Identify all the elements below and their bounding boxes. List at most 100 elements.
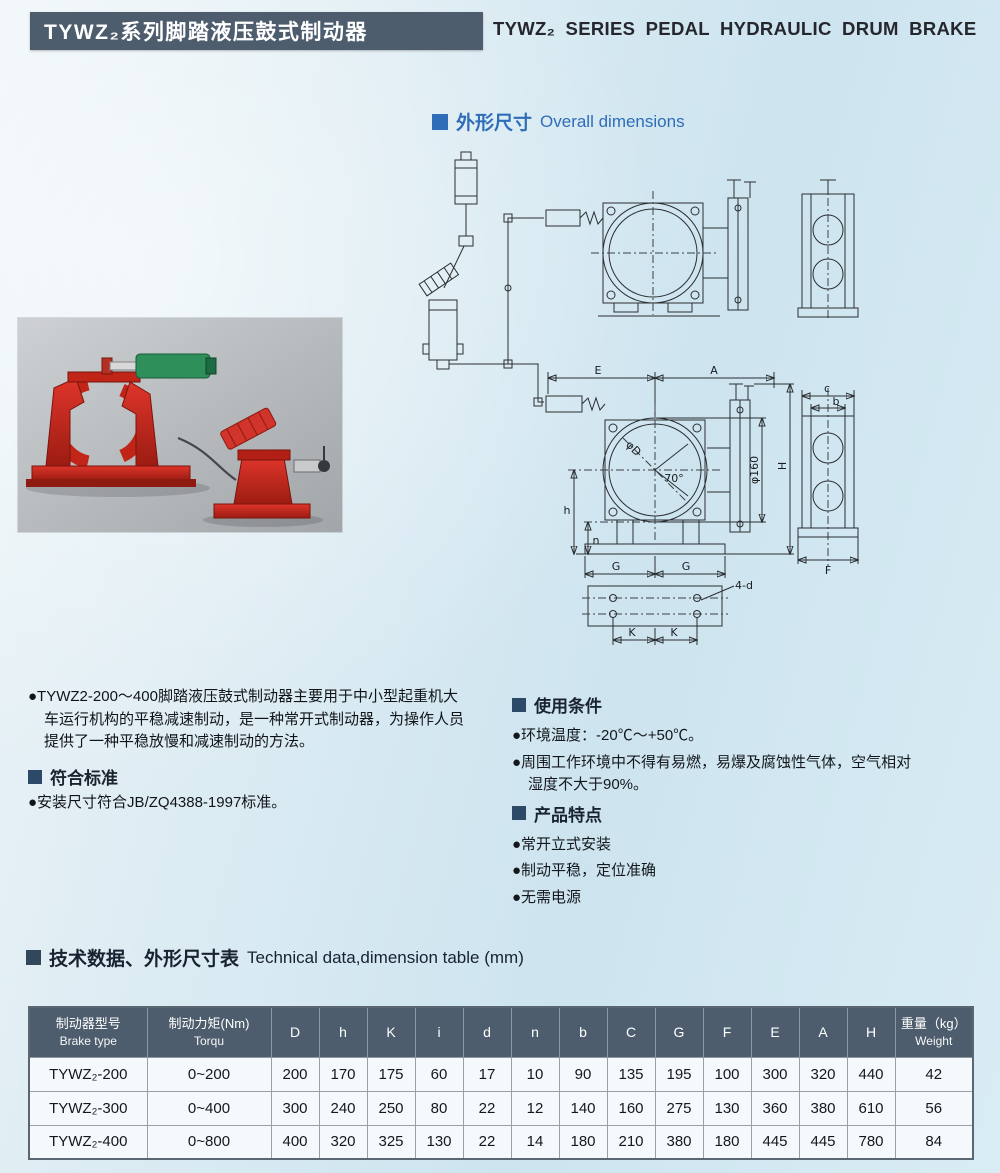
intro-paragraph: ●TYWZ2-200～400脚踏液压鼓式制动器主要用于中小型起重机大车运行机构的… xyxy=(28,688,465,750)
cell-dim-value: 140 xyxy=(558,1090,608,1126)
cell-torque: 0~400 xyxy=(146,1090,272,1126)
product-photo-image xyxy=(18,318,342,532)
brake-front-view-lower: E A 70° φD xyxy=(545,364,794,578)
cell-dim-value: 130 xyxy=(414,1124,464,1160)
cell-dim-value: 445 xyxy=(798,1124,848,1160)
pedal-master-cylinder-drawing xyxy=(418,151,478,370)
cell-dim-value: 22 xyxy=(462,1090,512,1126)
features-item: ●常开立式安装 xyxy=(512,835,612,853)
dim-label-angle: 70° xyxy=(664,472,684,485)
conditions-item: ●环境温度：-20℃～+50℃。 xyxy=(512,727,704,744)
col-header-dim-d: d xyxy=(462,1006,512,1058)
col-header-weight: 重量（kg）Weight xyxy=(894,1006,974,1058)
dim-label-k2: K xyxy=(670,626,678,639)
cell-dim-value: 17 xyxy=(462,1056,512,1092)
col-header-dim-D: D xyxy=(270,1006,320,1058)
cell-dim-value: 300 xyxy=(270,1090,320,1126)
section-marker-icon xyxy=(512,806,526,820)
col-header-dim-h: h xyxy=(318,1006,368,1058)
cell-dim-value: 175 xyxy=(366,1056,416,1092)
cell-dim-value: 300 xyxy=(750,1056,800,1092)
cell-dim-value: 325 xyxy=(366,1124,416,1160)
section-marker-icon xyxy=(512,697,526,712)
cell-torque: 0~800 xyxy=(146,1124,272,1160)
brake-side-view-upper xyxy=(797,179,859,320)
cell-dim-value: 610 xyxy=(846,1090,896,1126)
hydraulic-piping xyxy=(449,213,544,407)
col-header-dim-C: C xyxy=(606,1006,656,1058)
features-item: ●制动平稳，定位准确 xyxy=(512,862,657,879)
right-column: 使用条件 ●环境温度：-20℃～+50℃。 ●周围工作环境中不得有易燃，易爆及腐… xyxy=(512,690,912,913)
dim-label-g2: G xyxy=(682,560,691,573)
cell-dim-value: 445 xyxy=(750,1124,800,1160)
cell-dim-value: 320 xyxy=(798,1056,848,1092)
cell-dim-value: 160 xyxy=(606,1090,656,1126)
table-section-title-cn: 技术数据、外形尺寸表 xyxy=(49,949,240,970)
cell-dim-value: 360 xyxy=(750,1090,800,1126)
cell-dim-value: 380 xyxy=(654,1124,704,1160)
cell-dim-value: 180 xyxy=(702,1124,752,1160)
dim-label-n: n xyxy=(593,534,600,547)
foundation-plan-view: 4-d K K xyxy=(582,579,753,645)
cell-dim-value: 180 xyxy=(558,1124,608,1160)
cell-dim-value: 440 xyxy=(846,1056,896,1092)
brake-front-view-upper xyxy=(545,179,756,317)
cell-dim-value: 170 xyxy=(318,1056,368,1092)
section-conditions: 使用条件 xyxy=(512,692,912,717)
col-header-dim-i: i xyxy=(414,1006,464,1058)
cell-dim-value: 195 xyxy=(654,1056,704,1092)
cell-dim-value: 100 xyxy=(702,1056,752,1092)
cell-dim-value: 400 xyxy=(270,1124,320,1160)
dimension-drawing: E A 70° φD xyxy=(398,148,868,658)
col-header-dim-F: F xyxy=(702,1006,752,1058)
section-features: 产品特点 xyxy=(512,801,912,826)
dim-label-g1: G xyxy=(612,560,621,573)
conditions-heading: 使用条件 xyxy=(534,697,602,716)
dim-label-k1: K xyxy=(628,626,636,639)
dim-label-e: E xyxy=(595,364,602,377)
page-title-cn: TYWZ₂系列脚踏液压鼓式制动器 xyxy=(44,21,368,44)
section-standards: 符合标准 xyxy=(28,764,118,789)
col-header-dim-b: b xyxy=(558,1006,608,1058)
cell-dim-value: 10 xyxy=(510,1056,560,1092)
col-header-dim-H: H xyxy=(846,1006,896,1058)
standards-heading: 符合标准 xyxy=(50,769,118,788)
dim-label-c: c xyxy=(824,382,830,395)
cell-brake-type: TYWZ₂-400 xyxy=(28,1124,148,1160)
header-banner: TYWZ₂系列脚踏液压鼓式制动器 xyxy=(30,12,483,50)
dim-label-a: A xyxy=(710,364,718,377)
section-title-en: Overall dimensions xyxy=(540,111,685,131)
cell-dim-value: 320 xyxy=(318,1124,368,1160)
brake-side-view-lower: c b F xyxy=(797,382,858,577)
section-marker-icon xyxy=(26,950,41,965)
cell-brake-type: TYWZ₂-300 xyxy=(28,1090,148,1126)
dim-label-phi160: φ160 xyxy=(748,456,761,484)
dim-label-h: h xyxy=(564,504,571,517)
dim-label-f: F xyxy=(825,564,831,577)
cell-dim-value: 60 xyxy=(414,1056,464,1092)
page-title-en: TYWZ₂ SERIES PEDAL HYDRAULIC DRUM BRAKE xyxy=(493,18,977,39)
cell-dim-value: 130 xyxy=(702,1090,752,1126)
features-item: ●无需电源 xyxy=(512,888,582,906)
cell-dim-value: 12 xyxy=(510,1090,560,1126)
cell-dim-value: 135 xyxy=(606,1056,656,1092)
col-header-torque: 制动力矩(Nm)Torqu xyxy=(146,1006,272,1058)
cell-dim-value: 380 xyxy=(798,1090,848,1126)
col-header-dim-G: G xyxy=(654,1006,704,1058)
cell-dim-value: 250 xyxy=(366,1090,416,1126)
col-header-dim-E: E xyxy=(750,1006,800,1058)
cell-dim-value: 780 xyxy=(846,1124,896,1160)
cell-weight: 42 xyxy=(894,1056,974,1092)
cell-dim-value: 14 xyxy=(510,1124,560,1160)
section-technical-data: 技术数据、外形尺寸表 Technical data,dimension tabl… xyxy=(26,944,524,971)
features-heading: 产品特点 xyxy=(534,805,602,825)
table-section-title-en: Technical data,dimension table (mm) xyxy=(247,947,524,967)
